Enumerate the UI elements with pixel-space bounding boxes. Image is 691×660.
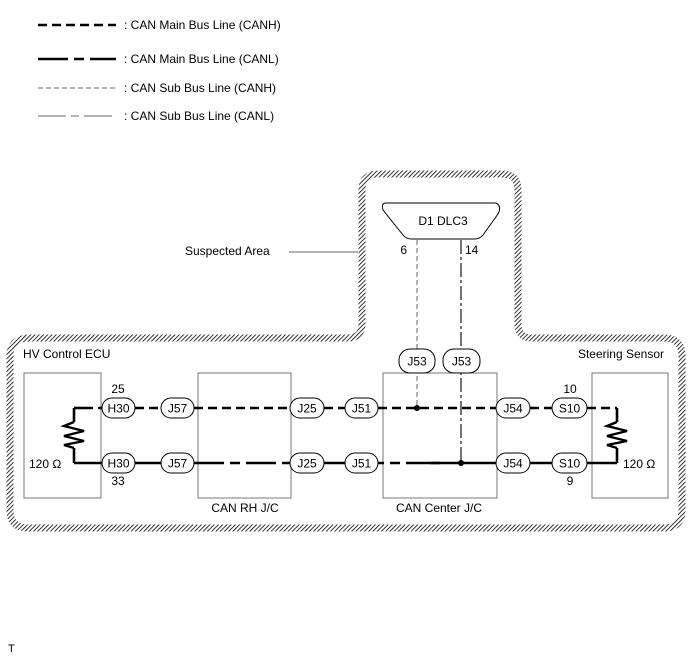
- legend-item-canh-main: : CAN Main Bus Line (CANH): [38, 18, 281, 32]
- legend: : CAN Main Bus Line (CANH) : CAN Main Bu…: [38, 18, 281, 123]
- can-center-jc-label: CAN Center J/C: [396, 501, 482, 515]
- connector-j57-canl: J57: [160, 452, 195, 474]
- resistor-right-value: 120 Ω: [623, 457, 655, 471]
- connector-j54-canl: J54: [495, 452, 531, 474]
- dlc3-connector: D1 DLC3 6 14: [381, 202, 501, 257]
- svg-text:J25: J25: [297, 457, 317, 471]
- steering-sensor-label: Steering Sensor: [578, 347, 664, 361]
- can-rh-jc-label: CAN RH J/C: [211, 501, 279, 515]
- legend-item-canl-main: : CAN Main Bus Line (CANL): [38, 52, 279, 66]
- svg-text:S10: S10: [559, 457, 581, 471]
- hv-ecu-box: [23, 372, 102, 499]
- junction-dot-canh: [414, 405, 420, 411]
- legend-label-canl-sub: : CAN Sub Bus Line (CANL): [124, 109, 274, 123]
- resistor-left-value: 120 Ω: [29, 457, 61, 471]
- svg-text:J54: J54: [503, 402, 523, 416]
- svg-text:H30: H30: [107, 402, 129, 416]
- connector-j53-canh: J53: [398, 348, 436, 374]
- dlc3-label: D1 DLC3: [418, 214, 468, 228]
- connector-j57-canh: J57: [160, 397, 195, 419]
- svg-text:J53: J53: [452, 355, 472, 369]
- main-bus-canl: [72, 448, 619, 466]
- footer-mark: T: [8, 643, 15, 655]
- can-rh-jc-box: [197, 372, 292, 499]
- connector-j54-canh: J54: [495, 397, 531, 419]
- connector-j25-canl: J25: [289, 452, 325, 474]
- connector-s10-canh: S10: [551, 397, 588, 419]
- junction-dot-canl: [458, 460, 464, 466]
- pin-s10-canh: 10: [563, 382, 577, 396]
- hv-ecu-label: HV Control ECU: [23, 347, 110, 361]
- svg-text:J51: J51: [352, 457, 372, 471]
- svg-text:J54: J54: [503, 457, 523, 471]
- pin-h30-canh: 25: [111, 382, 125, 396]
- resistor-left-icon: [60, 420, 85, 450]
- steering-sensor-box: [591, 372, 669, 499]
- connector-j53-canl: J53: [442, 348, 481, 374]
- connector-s10-canl: S10: [551, 452, 588, 474]
- legend-item-canh-sub: : CAN Sub Bus Line (CANH): [38, 81, 276, 95]
- svg-text:J25: J25: [297, 402, 317, 416]
- pin-h30-canl: 33: [111, 474, 125, 488]
- svg-text:J51: J51: [352, 402, 372, 416]
- legend-item-canl-sub: : CAN Sub Bus Line (CANL): [38, 109, 274, 123]
- connector-j51-canh: J51: [344, 397, 379, 419]
- main-bus-canh: [72, 405, 619, 422]
- can-center-jc-box: [382, 372, 498, 499]
- svg-text:J57: J57: [168, 402, 188, 416]
- connector-h30-canh: H30: [101, 397, 136, 419]
- svg-text:H30: H30: [107, 457, 129, 471]
- dlc3-pin-canl: 14: [465, 243, 479, 257]
- legend-label-canl-main: : CAN Main Bus Line (CANL): [124, 52, 279, 66]
- svg-text:J57: J57: [168, 457, 188, 471]
- suspected-area-label: Suspected Area: [185, 244, 270, 258]
- resistor-right-icon: [603, 420, 628, 450]
- connector-j51-canl: J51: [344, 452, 379, 474]
- suspected-area-border: [6, 170, 686, 532]
- svg-text:S10: S10: [559, 402, 581, 416]
- legend-label-canh-main: : CAN Main Bus Line (CANH): [124, 18, 281, 32]
- dlc3-outline: [381, 202, 501, 240]
- connector-h30-canl: H30: [101, 452, 136, 474]
- svg-text:J53: J53: [407, 355, 427, 369]
- connector-j25-canh: J25: [289, 397, 325, 419]
- pin-s10-canl: 9: [567, 474, 574, 488]
- dlc3-pin-canh: 6: [400, 243, 407, 257]
- legend-label-canh-sub: : CAN Sub Bus Line (CANH): [124, 81, 276, 95]
